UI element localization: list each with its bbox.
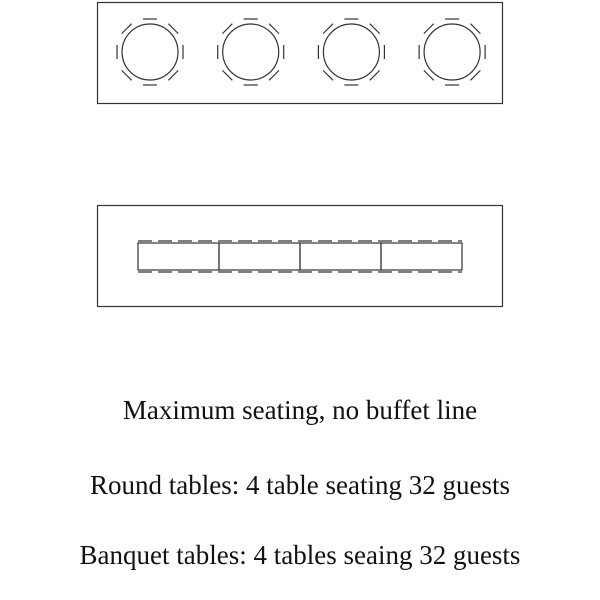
chair (167, 23, 179, 35)
chair (121, 69, 133, 81)
chair (369, 23, 381, 35)
chair (369, 69, 381, 81)
banquet-table (380, 242, 463, 271)
banquet-tables-group (137, 240, 463, 273)
chair (423, 69, 435, 81)
chair (322, 69, 334, 81)
caption-title: Maximum seating, no buffet line (122, 395, 478, 425)
banquet-table (299, 242, 382, 271)
chair (268, 23, 280, 35)
chair (470, 69, 481, 81)
chair (268, 69, 280, 81)
round-tables-room (96, 1, 504, 105)
banquet-tables-room (96, 204, 504, 308)
round-table-top (222, 23, 280, 81)
caption-round-tables: Round tables: 4 table seating 32 guests (90, 470, 510, 500)
round-table (418, 18, 486, 86)
caption-banquet-tables: Banquet tables: 4 tables seaing 32 guest… (79, 540, 521, 570)
round-table-top (423, 23, 481, 81)
round-table (217, 18, 285, 86)
round-table (317, 18, 385, 86)
round-tables-group (116, 18, 486, 86)
chair (121, 23, 133, 35)
chair (167, 69, 179, 81)
chair (423, 23, 435, 35)
chair (470, 23, 481, 35)
banquet-table (137, 242, 220, 271)
banquet-table (218, 242, 301, 271)
chair (322, 23, 334, 35)
round-table-top (121, 23, 179, 81)
round-table (116, 18, 184, 86)
chair (221, 69, 233, 81)
chair (221, 23, 233, 35)
round-table-top (322, 23, 380, 81)
